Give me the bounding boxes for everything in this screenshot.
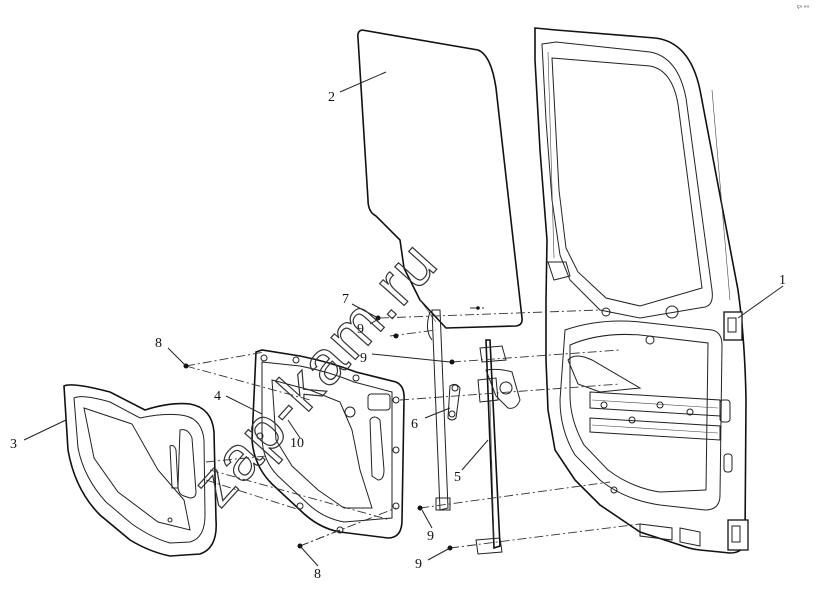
window-regulator-part-5 — [475, 339, 521, 555]
watermark: zap-kam.ru — [179, 228, 451, 519]
glass-channel-part-7 — [426, 309, 451, 511]
callout-7: 7 — [342, 292, 349, 307]
callout-6: 6 — [411, 417, 418, 432]
callout-10: 10 — [290, 436, 304, 451]
assembly-lines — [185, 307, 641, 549]
callout-5: 5 — [454, 470, 461, 485]
callout-9-c: 9 — [427, 529, 434, 544]
callout-9-d: 9 — [415, 557, 422, 572]
callout-1: 1 — [779, 273, 786, 288]
door-glass-part-2 — [357, 29, 523, 329]
seal-panel-part-3 — [63, 384, 217, 557]
trim-panel-part-4 — [251, 349, 405, 539]
callout-8-bottom: 8 — [314, 567, 321, 582]
corner-mark: ç» «« — [797, 4, 809, 10]
regulator-link-part-6 — [447, 383, 461, 421]
callout-8-top: 8 — [155, 336, 162, 351]
callouts: 1 2 3 4 5 6 7 8 8 9 9 9 9 10 — [10, 90, 786, 582]
callout-4: 4 — [214, 389, 221, 404]
door-shell-part-1 — [534, 27, 749, 554]
callout-2: 2 — [328, 90, 335, 105]
leader-lines — [23, 71, 784, 567]
callout-9-a: 9 — [357, 322, 364, 337]
callout-3: 3 — [10, 437, 17, 452]
callout-9-b: 9 — [360, 351, 367, 366]
